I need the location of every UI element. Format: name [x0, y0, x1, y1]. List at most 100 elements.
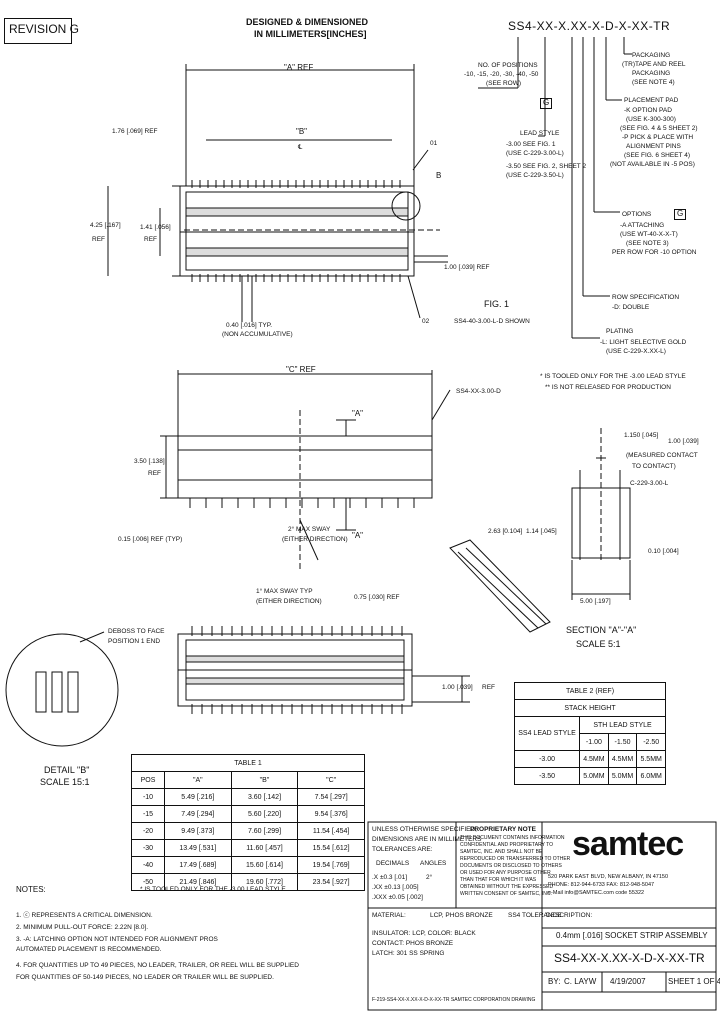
fig1-dim-176: 1.76 [.069] REF — [112, 128, 158, 135]
table1-title: TABLE 1 — [131, 754, 365, 772]
tb-prop-line: CONFIDENTIAL AND PROPRIETARY TO — [460, 842, 553, 848]
ordering-g-box-2: G — [674, 209, 687, 220]
fig1-label-02: 02 — [422, 318, 430, 325]
note-item: 4. FOR QUANTITIES UP TO 49 PIECES, NO LE… — [16, 962, 299, 969]
table2-header: STH LEAD STYLE — [579, 716, 666, 734]
section-dim-263: 2.63 [0.104] — [488, 528, 523, 535]
front-a-top: "A" — [352, 409, 364, 418]
tb-prop-line: OBTAINED WITHOUT THE EXPRESSED — [460, 884, 554, 890]
tb-fsc: SS4 TOLERANCE — [508, 912, 562, 919]
fig1-dim-141: 1.41 [.056] — [140, 224, 171, 231]
tb-tolerance-l3: TOLERANCES ARE: — [372, 846, 433, 853]
tb-material-label: MATERIAL: — [372, 912, 406, 919]
star-note-1: * IS TOOLED ONLY FOR THE -3.00 LEAD STYL… — [540, 373, 686, 380]
tb-tolerance-l2: DIMENSIONS ARE IN MILLIMETERS — [372, 836, 482, 843]
section-measured: (MEASURED CONTACT — [626, 452, 698, 459]
front-sway2: (EITHER DIRECTION) — [282, 536, 348, 543]
tb-tol-1: .X ±0.3 [.01] — [372, 874, 408, 881]
tb-footer: F-219-SS4-XX-X.XX-X-D-X-XX-TR SAMTEC COR… — [372, 997, 536, 1003]
section-c229: C-229-3.00-L — [630, 480, 669, 487]
tb-prop-line: SAMTEC, INC. AND SHALL NOT BE — [460, 849, 543, 855]
table1-header: POS — [130, 771, 166, 789]
section-title: SECTION "A"-"A" — [566, 625, 637, 635]
section-dim-010: 0.10 [.004] — [648, 548, 679, 555]
revision-label: REVISION G — [9, 22, 80, 36]
section-measured2: TO CONTACT) — [632, 463, 676, 470]
tb-address: 520 PARK EAST BLVD, NEW ALBANY, IN 47150 — [548, 874, 669, 880]
fig1-subtitle: SS4-40-3.00-L-D SHOWN — [454, 318, 530, 325]
front-callout: SS4-XX-3.00-D — [456, 388, 501, 395]
top-sway: 1° MAX SWAY TYP — [256, 588, 313, 595]
tb-material-1: INSULATOR: LCP, COLOR: BLACK — [372, 930, 476, 937]
detail-title: DETAIL "B" — [44, 765, 90, 775]
table1-header: "A" — [164, 771, 232, 789]
front-c-ref: "C" REF — [286, 365, 316, 374]
fig1-ref-1: REF — [92, 236, 105, 243]
header-subtitle: IN MILLIMETERS[INCHES] — [254, 29, 367, 39]
tb-date: 4/19/2007 — [610, 977, 646, 986]
front-ref: REF — [148, 470, 161, 477]
tb-by: C. LAYW — [564, 977, 597, 986]
tb-ang: 2° — [426, 874, 433, 881]
ordering-g-box-1: G — [540, 98, 553, 109]
tb-address: PHONE: 812-944-6733 FAX: 812-948-5047 — [548, 882, 655, 888]
top-dim-100: 1.00 [.039] — [442, 684, 473, 691]
tb-description-label: DESCRIPTION: — [546, 912, 593, 919]
table2: TABLE 2 (REF) STACK HEIGHT SS4 LEAD STYL… — [513, 682, 666, 785]
tb-prop-line: THAN THAT FOR WHICH IT WAS — [460, 877, 537, 883]
table1-footnote: * IS TOOLED ONLY FOR THE -3.00 LEAD STYL… — [140, 886, 286, 893]
fig1-dim-040: 0.40 [.016] TYP. — [226, 322, 273, 329]
tb-address: e-Mail info@SAMTEC.com code 55322 — [548, 890, 645, 896]
fig1-label-b: B — [436, 171, 442, 180]
samtec-logo: samtec — [572, 825, 684, 863]
tb-prop-line: WRITTEN CONSENT OF SAMTEC, INC. — [460, 891, 552, 897]
front-dim-350: 3.50 [.138] — [134, 458, 165, 465]
section-dim-1150: 1.150 [.045] — [624, 432, 659, 439]
section-scale: SCALE 5:1 — [576, 639, 621, 649]
tb-prop-line: THIS DOCUMENT CONTAINS INFORMATION — [460, 835, 565, 841]
fig1-ref-2: REF — [144, 236, 157, 243]
fig1-dim-425: 4.25 [.167] — [90, 222, 121, 229]
fig1-a-ref: "A" REF — [284, 63, 314, 72]
fig1-b-label: "B" — [296, 127, 308, 136]
tb-part: SS4-XX-X.XX-X-D-X-XX-TR — [554, 951, 705, 965]
tb-tolerance-head: UNLESS OTHERWISE SPECIFIED, — [372, 826, 477, 833]
part-code: SS4-XX-X.XX-X-D-X-XX-TR — [508, 19, 671, 33]
table2-title: TABLE 2 (REF) — [514, 682, 666, 700]
star-note-2: ** IS NOT RELEASED FOR PRODUCTION — [545, 384, 671, 391]
fig1-non-accum: (NON ACCUMULATIVE) — [222, 331, 293, 338]
tb-material-3: LATCH: 301 SS SPRING — [372, 950, 445, 957]
header-title: DESIGNED & DIMENSIONED — [246, 17, 369, 27]
table1-header: "C" — [297, 771, 365, 789]
table2-subtitle: STACK HEIGHT — [514, 699, 666, 717]
section-dim-263b: 1.14 [.045] — [526, 528, 557, 535]
note-item: AUTOMATED PLACEMENT IS RECOMMENDED. — [16, 946, 162, 953]
detail-callout-1: DEBOSS TO FACE — [108, 628, 165, 635]
fig1-dim-100: 1.00 [.039] REF — [444, 264, 490, 271]
note-item: 2. MINIMUM PULL-OUT FORCE: 2.22N [8.0]. — [16, 924, 149, 931]
note-item: FOR QUANTITIES OF 50-149 PIECES, NO LEAD… — [16, 974, 274, 981]
detail-scale: SCALE 15:1 — [40, 777, 90, 787]
revision-box — [4, 18, 72, 44]
front-sway: 2° MAX SWAY — [288, 526, 331, 533]
tb-proprietary: PROPRIETARY NOTE — [470, 826, 536, 833]
tb-by-label: BY: — [548, 977, 561, 986]
tb-prop-line: REPRODUCED OR TRANSFERRED TO OTHER — [460, 856, 571, 862]
table1-header: "B" — [230, 771, 299, 789]
section-dim-500: 5.00 [.197] — [580, 598, 611, 605]
top-dim-075: 0.75 [.030] REF — [354, 594, 400, 601]
note-item: 3. -A: LATCHING OPTION NOT INTENDED FOR … — [16, 936, 218, 943]
top-sway2: (EITHER DIRECTION) — [256, 598, 322, 605]
note-item: 1. ⓒ REPRESENTS A CRITICAL DIMENSION. — [16, 912, 153, 919]
tb-material-2: CONTACT: PHOS BRONZE — [372, 940, 454, 947]
